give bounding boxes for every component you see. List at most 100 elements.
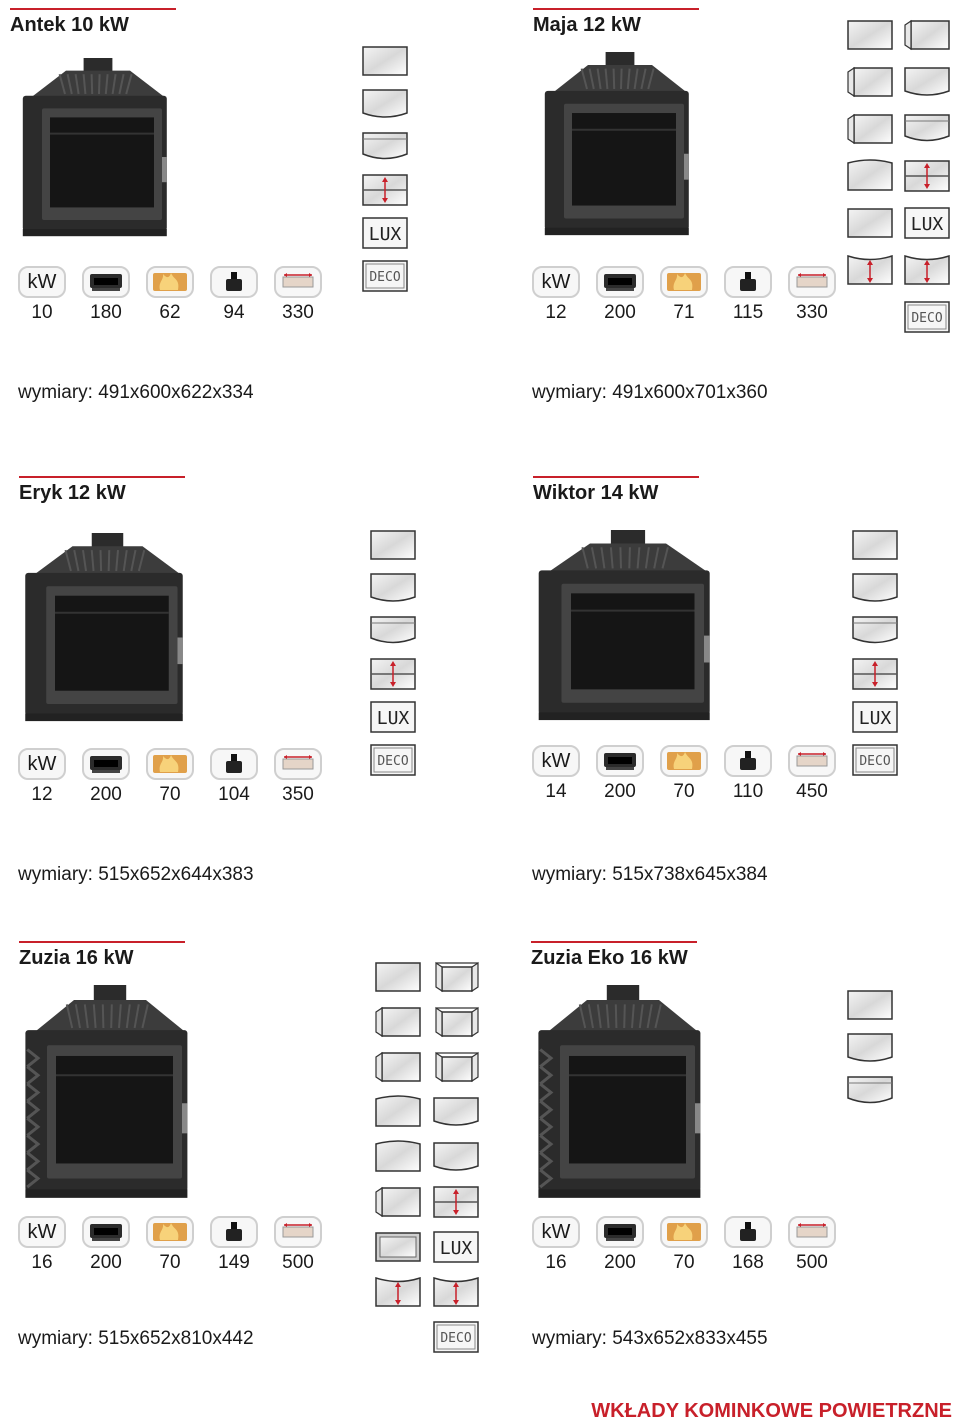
flat-glass-2-icon [846, 206, 894, 240]
efficiency-value: 62 [159, 302, 181, 323]
svg-text:LUX: LUX [859, 708, 892, 729]
deco-icon: DECO [432, 1320, 480, 1354]
svg-text:LUX: LUX [377, 708, 410, 729]
kw-label: kW [532, 266, 580, 298]
spec-icons-row: kW [532, 1216, 836, 1248]
three-sided-glass-icon [432, 960, 480, 994]
kw-label: kW [18, 1216, 66, 1248]
corner-glass-right-icon [903, 18, 951, 52]
flue-diameter-value: 180 [90, 302, 122, 323]
stove-image [18, 58, 178, 243]
kw-label: kW [18, 266, 66, 298]
flame-icon [146, 266, 194, 298]
grate-icon [82, 748, 130, 780]
lux-icon: LUX [361, 216, 409, 250]
corner-glass-left-icon [374, 1005, 422, 1039]
svg-text:DECO: DECO [377, 754, 408, 769]
three-sided-glass-3-icon [432, 1050, 480, 1084]
product-title: Zuzia 16 kW [19, 947, 134, 969]
curved-lift-door-icon [432, 1275, 480, 1309]
power-value: 12 [545, 302, 567, 323]
kw-label: kW [18, 748, 66, 780]
flat-glass-icon [369, 528, 417, 562]
flue-diameter-value: 200 [90, 1252, 122, 1273]
curved-lift-door-icon [903, 253, 951, 287]
lux-icon: LUX [903, 206, 951, 240]
corner-glass-left-2-icon [374, 1050, 422, 1084]
corner-glass-left-2-icon [846, 112, 894, 146]
power-value: 12 [31, 784, 53, 805]
kw-label: kW [532, 745, 580, 777]
grate-icon [596, 266, 644, 298]
kw-label: kW [532, 1216, 580, 1248]
svg-text:LUX: LUX [369, 224, 402, 245]
deco-icon: DECO [851, 743, 899, 777]
product-title: Wiktor 14 kW [533, 482, 659, 504]
lift-door-icon [432, 1185, 480, 1219]
lux-icon: LUX [432, 1230, 480, 1264]
lux-icon: LUX [851, 700, 899, 734]
flat-glass-icon [846, 988, 894, 1022]
curved-glass-icon [903, 65, 951, 99]
dimensions-text: wymiary: 515x738x645x384 [532, 864, 768, 885]
power-value: 16 [545, 1252, 567, 1273]
product-title: Maja 12 kW [533, 14, 641, 36]
stove-image [533, 530, 723, 727]
bay-glass-icon [361, 130, 409, 164]
curved-left-icon [846, 159, 894, 193]
bay-glass-icon [903, 112, 951, 146]
heating-area-value: 500 [282, 1252, 314, 1273]
weight-value: 149 [218, 1252, 250, 1273]
dimensions-text: wymiary: 515x652x810x442 [18, 1328, 254, 1349]
corner-glass-left-icon [846, 65, 894, 99]
power-value: 16 [31, 1252, 53, 1273]
bay-lift-door-icon [374, 1275, 422, 1309]
weight-value: 115 [732, 302, 764, 323]
stove-image [533, 985, 713, 1205]
heating-area-value: 350 [282, 784, 314, 805]
damper-icon [724, 266, 772, 298]
title-underline [531, 941, 697, 943]
curved-glass-icon [851, 571, 899, 605]
svg-text:DECO: DECO [859, 754, 890, 769]
bay-lift-door-icon [846, 253, 894, 287]
grate-icon [596, 745, 644, 777]
tunnel-glass-icon [374, 1230, 422, 1264]
three-sided-glass-2-icon [432, 1005, 480, 1039]
grate-icon [82, 1216, 130, 1248]
svg-text:DECO: DECO [911, 311, 942, 326]
flame-icon [660, 745, 708, 777]
title-underline [533, 8, 699, 10]
weight-value: 168 [732, 1252, 764, 1273]
curved-glass-icon [432, 1095, 480, 1129]
heating-area-icon [788, 745, 836, 777]
dimensions-text: wymiary: 543x652x833x455 [532, 1328, 768, 1349]
flame-icon [146, 1216, 194, 1248]
efficiency-value: 70 [159, 784, 181, 805]
flat-glass-icon [851, 528, 899, 562]
heating-area-icon [274, 266, 322, 298]
svg-text:LUX: LUX [440, 1238, 473, 1259]
curved-glass-2-icon [432, 1140, 480, 1174]
svg-text:DECO: DECO [440, 1331, 471, 1346]
product-title: Eryk 12 kW [19, 482, 126, 504]
dimensions-text: wymiary: 491x600x701x360 [532, 382, 768, 403]
damper-icon [210, 748, 258, 780]
svg-text:LUX: LUX [911, 214, 944, 235]
bay-glass-icon [369, 614, 417, 648]
bay-glass-icon [851, 614, 899, 648]
heating-area-value: 330 [282, 302, 314, 323]
stove-image [540, 52, 700, 242]
flame-icon [660, 266, 708, 298]
bay-glass-icon [846, 1074, 894, 1108]
lift-door-icon [361, 173, 409, 207]
spec-icons-row: kW [18, 266, 322, 298]
flat-glass-icon [846, 18, 894, 52]
flat-glass-icon [361, 44, 409, 78]
flue-diameter-value: 200 [604, 1252, 636, 1273]
grate-icon [82, 266, 130, 298]
